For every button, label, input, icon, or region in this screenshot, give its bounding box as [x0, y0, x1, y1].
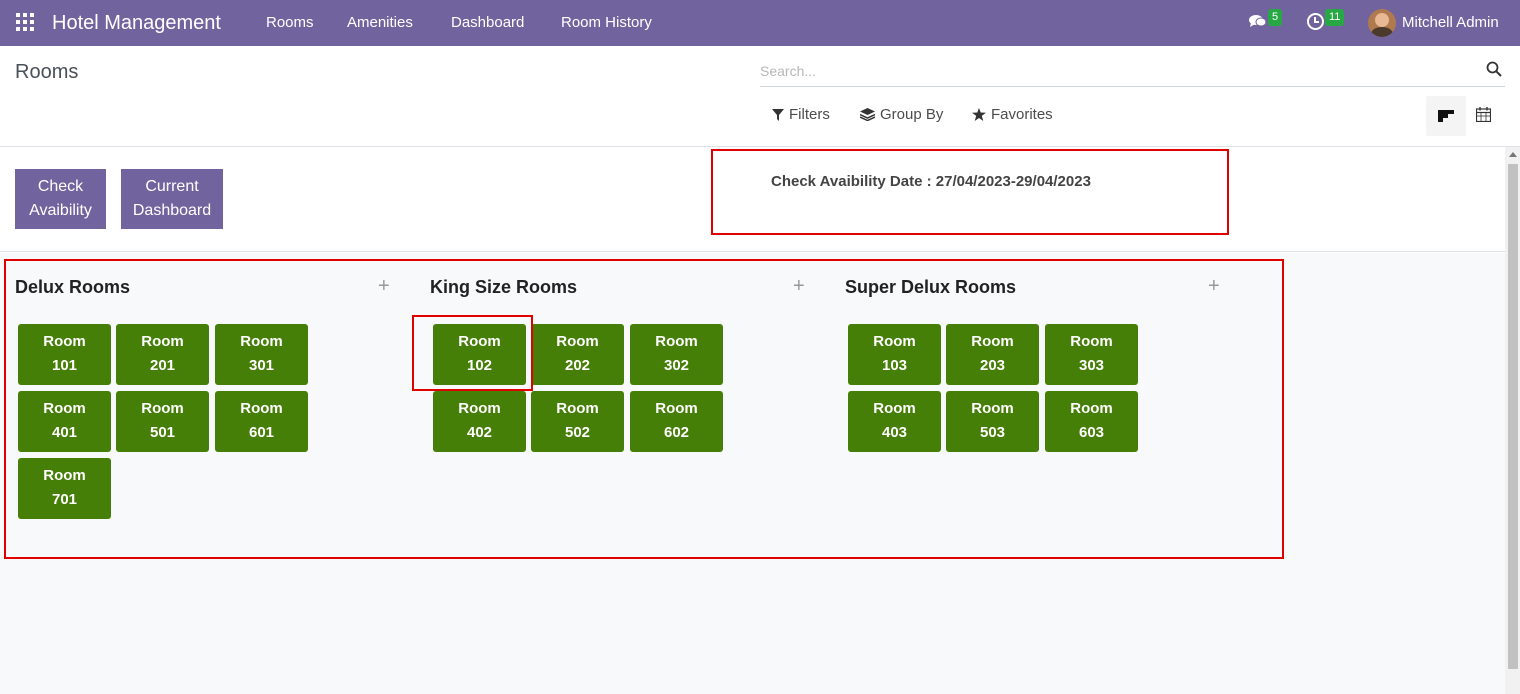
star-icon: [972, 108, 986, 121]
chat-icon[interactable]: [1249, 14, 1267, 28]
calendar-view-icon[interactable]: [1476, 107, 1491, 122]
column-title-super-delux: Super Delux Rooms: [845, 277, 1017, 297]
menu-room-history[interactable]: Room History: [561, 14, 652, 31]
column-title-delux: Delux Rooms: [15, 277, 131, 297]
favorites-label: Favorites: [991, 106, 1053, 123]
dashboard-header: Check Avaibility Current Dashboard Check…: [0, 147, 1505, 252]
search-bar: [760, 57, 1505, 87]
filters-label: Filters: [789, 106, 830, 123]
search-input[interactable]: [760, 57, 1460, 85]
current-dashboard-button[interactable]: Current Dashboard: [121, 169, 223, 229]
kanban-highlight-box: [4, 259, 1284, 559]
control-panel: Rooms Filters Group By Favorites: [0, 46, 1520, 147]
filter-icon: [772, 108, 784, 121]
layers-icon: [860, 108, 875, 121]
page-title: Rooms: [15, 61, 79, 83]
filters-button[interactable]: Filters: [772, 106, 830, 123]
favorites-button[interactable]: Favorites: [972, 106, 1053, 123]
kanban-view-button[interactable]: [1426, 96, 1466, 136]
scroll-up-arrow-icon[interactable]: [1509, 152, 1517, 157]
column-title-king-size: King Size Rooms: [430, 277, 578, 297]
menu-amenities[interactable]: Amenities: [347, 14, 413, 31]
menu-dashboard[interactable]: Dashboard: [451, 14, 525, 31]
user-avatar[interactable]: [1368, 9, 1396, 37]
add-room-super-delux-button[interactable]: +: [1208, 275, 1220, 297]
group-by-button[interactable]: Group By: [860, 106, 943, 123]
availability-highlight-box: Check Avaibility Date : 27/04/2023-29/04…: [711, 149, 1229, 235]
apps-grid-icon[interactable]: [16, 13, 34, 31]
activities-badge: 11: [1325, 9, 1345, 26]
app-brand[interactable]: Hotel Management: [52, 12, 221, 34]
room-highlight-box: [412, 315, 533, 391]
availability-date-text: Check Avaibility Date : 27/04/2023-29/04…: [771, 173, 1091, 190]
user-name[interactable]: Mitchell Admin: [1402, 14, 1499, 31]
messages-badge: 5: [1268, 9, 1283, 26]
clock-icon[interactable]: [1307, 13, 1324, 30]
check-availability-button[interactable]: Check Avaibility: [15, 169, 106, 229]
search-icon[interactable]: [1486, 61, 1502, 77]
menu-rooms[interactable]: Rooms: [266, 14, 314, 31]
scrollbar-thumb[interactable]: [1508, 164, 1518, 669]
group-by-label: Group By: [880, 106, 944, 123]
add-room-king-size-button[interactable]: +: [793, 275, 805, 297]
top-navbar: Hotel Management Rooms Amenities Dashboa…: [0, 0, 1520, 46]
add-room-delux-button[interactable]: +: [378, 275, 390, 297]
